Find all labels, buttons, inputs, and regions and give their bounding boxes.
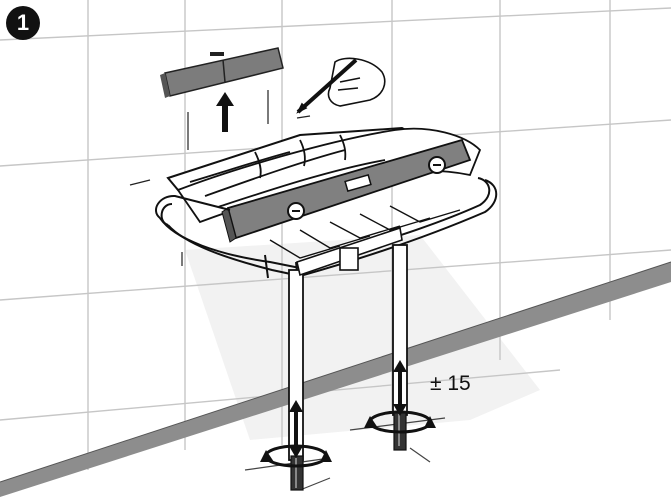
pencil-hand-icon [296,57,386,114]
step-number-badge: 1 [6,6,40,40]
seat-shadow [185,235,540,440]
spirit-level-removed [160,47,284,98]
pencil-marks [129,90,311,266]
height-adjust-arrow-icon [289,360,407,458]
leg-crossbar [296,226,403,277]
rotate-arrowheads [260,416,436,462]
up-arrow-icon [216,92,234,132]
floor [0,261,671,497]
seat-underside [269,205,461,259]
tolerance-label: ± 15 [430,372,471,395]
spirit-level-icon [221,138,472,243]
leg-left [288,269,304,491]
leg-right [392,244,408,451]
